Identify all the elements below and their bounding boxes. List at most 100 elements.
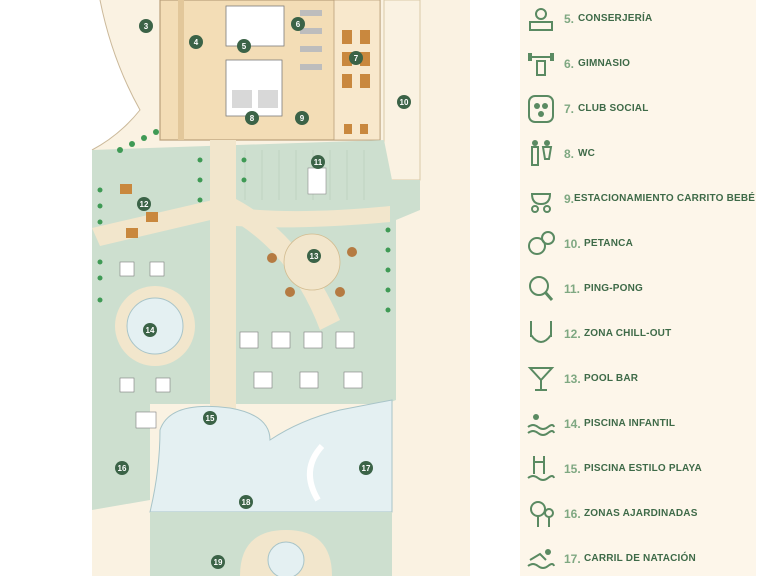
- sand-slope-left: [0, 0, 140, 576]
- wc-stall-2: [258, 90, 278, 108]
- svg-text:13: 13: [310, 252, 319, 261]
- legend-label: PISCINA ESTILO PLAYA: [584, 463, 702, 474]
- legend-label: PISCINA INFANTIL: [584, 418, 676, 429]
- area-badge-7: 7: [349, 51, 363, 65]
- petanque-strip: [383, 0, 421, 181]
- garden-trees-icon: [530, 501, 554, 527]
- area-badge-18: 18: [239, 495, 253, 509]
- kids-pool-icon: [527, 414, 555, 436]
- legend-number: 7.: [564, 102, 575, 116]
- svg-text:9: 9: [300, 114, 305, 123]
- legend-label: CLUB SOCIAL: [578, 103, 649, 114]
- concierge-bell-icon: [529, 8, 553, 31]
- legend-label: ESTACIONAMIENTO CARRITO BEBÉ: [574, 193, 756, 204]
- svg-text:10: 10: [400, 98, 409, 107]
- area-badge-4: 4: [189, 35, 203, 49]
- legend-label: POOL BAR: [584, 373, 639, 384]
- area-badge-15: 15: [203, 411, 217, 425]
- area-badge-14: 14: [143, 323, 157, 337]
- social-club-icon: [528, 95, 554, 123]
- concierge-room: [225, 5, 285, 47]
- svg-text:3: 3: [144, 22, 149, 31]
- legend-panel: 5. CONSERJERÍA 6. GIMNASIO 7. CLUB SOCIA…: [520, 0, 756, 576]
- legend-label: CONSERJERÍA: [578, 13, 653, 24]
- beach-style-pool: [149, 399, 393, 513]
- restroom-icon: [531, 140, 553, 166]
- garden-paths: [92, 140, 390, 410]
- building-wall-left: [178, 0, 184, 140]
- legend-item-zonas-ajardinadas: 16. ZONAS AJARDINADAS: [520, 495, 756, 535]
- legend-item-conserjeria: 5. CONSERJERÍA: [520, 0, 756, 40]
- svg-text:8: 8: [250, 114, 255, 123]
- legend-number: 5.: [564, 12, 575, 26]
- area-number-badges: 3 4 5 6 7 8 9 10 11 12 13 14 15 16 17 18…: [115, 17, 411, 569]
- legend-number: 14.: [564, 417, 581, 431]
- legend-number: 11.: [564, 282, 581, 296]
- area-badge-8: 8: [245, 111, 259, 125]
- legend-item-ping-pong: 11. PING-PONG: [520, 270, 756, 310]
- sand-curve-left: [91, 0, 141, 151]
- area-badge-19: 19: [211, 555, 225, 569]
- legend-item-petanca: 10. PETANCA: [520, 225, 756, 265]
- area-badge-6: 6: [291, 17, 305, 31]
- legend-item-pool-bar: 13. POOL BAR: [520, 360, 756, 400]
- legend-item-chill-out: 12. ZONA CHILL-OUT: [520, 315, 756, 355]
- legend-label: PING-PONG: [584, 283, 644, 294]
- legend-item-carril-natacion: 17. CARRIL DE NATACIÓN: [520, 540, 756, 580]
- legend-label: PETANCA: [584, 238, 633, 249]
- lower-pool: [267, 541, 305, 576]
- pool-bar-stools: [267, 247, 357, 297]
- baby-stroller-icon: [530, 193, 552, 213]
- svg-text:15: 15: [206, 414, 215, 423]
- legend-number: 12.: [564, 327, 581, 341]
- legend-label: CARRIL DE NATACIÓN: [584, 553, 696, 564]
- legend-number: 10.: [564, 237, 581, 251]
- svg-text:4: 4: [194, 38, 199, 47]
- svg-text:11: 11: [314, 158, 323, 167]
- chill-out-furniture: [120, 184, 158, 238]
- svg-text:18: 18: [242, 498, 251, 507]
- svg-text:12: 12: [140, 200, 149, 209]
- beach-pool-icon: [527, 456, 555, 481]
- legend-item-gimnasio: 6. GIMNASIO: [520, 45, 756, 85]
- area-badge-13: 13: [307, 249, 321, 263]
- pool-steps: [307, 443, 325, 502]
- ping-pong-table: [307, 167, 327, 195]
- area-badge-5: 5: [237, 39, 251, 53]
- social-club-tables: [342, 30, 370, 134]
- legend-number: 8.: [564, 147, 575, 161]
- area-badge-17: 17: [359, 461, 373, 475]
- legend-item-carrito-bebe: 9. ESTACIONAMIENTO CARRITO BEBÉ: [520, 180, 756, 220]
- social-club-area: [333, 0, 381, 141]
- legend-item-piscina-infantil: 14. PISCINA INFANTIL: [520, 405, 756, 445]
- legend-number: 15.: [564, 462, 581, 476]
- hammock-icon: [530, 321, 552, 343]
- legend-label: ZONAS AJARDINADAS: [584, 508, 698, 519]
- cocktail-icon: [527, 367, 555, 391]
- site-plan-map: 3 4 5 6 7 8 9 10 11 12 13 14 15 16 17 18…: [0, 0, 470, 576]
- svg-text:6: 6: [296, 20, 301, 29]
- ping-pong-icon: [529, 276, 554, 301]
- wc-stall-1: [232, 90, 252, 108]
- legend-label: GIMNASIO: [578, 58, 631, 69]
- legend-number: 13.: [564, 372, 581, 386]
- legend-number: 9.: [564, 192, 575, 206]
- legend-label: ZONA CHILL-OUT: [584, 328, 672, 339]
- swimmer-icon: [527, 549, 555, 569]
- area-badge-12: 12: [137, 197, 151, 211]
- petanque-balls-icon: [528, 231, 555, 255]
- svg-text:16: 16: [118, 464, 127, 473]
- gym-equipment: [300, 10, 322, 70]
- area-badge-3: 3: [139, 19, 153, 33]
- svg-text:19: 19: [214, 558, 223, 567]
- area-badge-11: 11: [311, 155, 325, 169]
- svg-text:14: 14: [146, 326, 155, 335]
- svg-text:7: 7: [354, 54, 359, 63]
- hedge-dots: [97, 129, 391, 313]
- legend-number: 17.: [564, 552, 581, 566]
- legend-label: WC: [578, 148, 596, 159]
- legend-item-club-social: 7. CLUB SOCIAL: [520, 90, 756, 130]
- area-badge-16: 16: [115, 461, 129, 475]
- legend-item-piscina-playa: 15. PISCINA ESTILO PLAYA: [520, 450, 756, 490]
- main-garden: [92, 140, 420, 510]
